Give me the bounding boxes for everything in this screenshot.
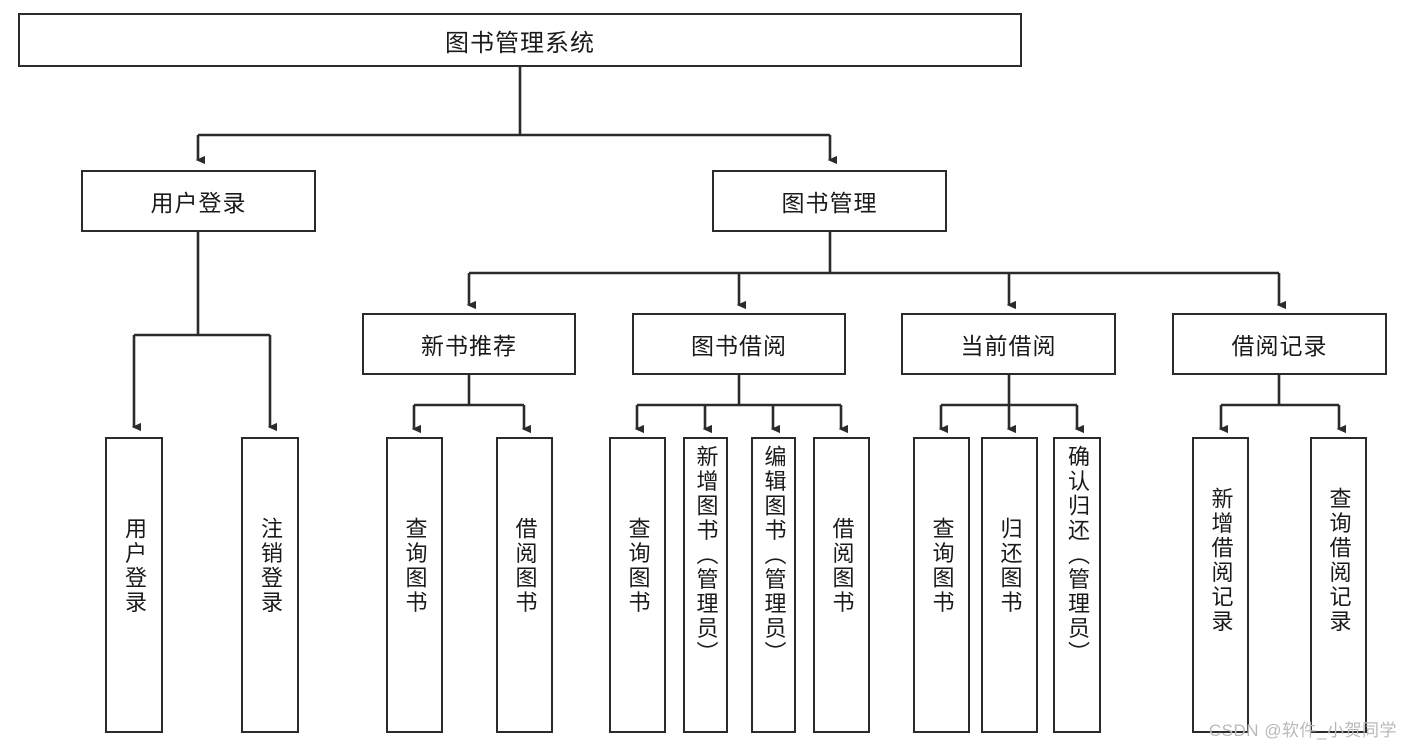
node-label: 用户登录 bbox=[150, 190, 247, 216]
leaf-new-book-query[interactable]: 查询图书 bbox=[386, 437, 443, 733]
node-label: 归还图书 bbox=[997, 517, 1023, 615]
node-label: 新书推荐 bbox=[421, 333, 517, 359]
leaf-borrow-add-book-admin[interactable]: 新增图书（管理员） bbox=[683, 437, 728, 733]
leaf-new-book-borrow[interactable]: 借阅图书 bbox=[496, 437, 553, 733]
node-label: 确认归还（管理员） bbox=[1064, 445, 1090, 666]
node-label: 用户登录 bbox=[121, 517, 147, 615]
watermark-text: CSDN @软件_小贺同学 bbox=[1208, 721, 1397, 740]
node-label: 查询图书 bbox=[625, 517, 651, 615]
node-label: 编辑图书（管理员） bbox=[761, 445, 787, 666]
node-root-system[interactable]: 图书管理系统 bbox=[18, 13, 1022, 67]
leaf-current-query-book[interactable]: 查询图书 bbox=[913, 437, 970, 733]
leaf-record-add-record[interactable]: 新增借阅记录 bbox=[1192, 437, 1249, 733]
node-label: 当前借阅 bbox=[960, 333, 1057, 359]
node-borrow-record[interactable]: 借阅记录 bbox=[1172, 313, 1387, 375]
node-label: 图书管理系统 bbox=[445, 29, 595, 57]
leaf-record-query-record[interactable]: 查询借阅记录 bbox=[1310, 437, 1367, 733]
leaf-borrow-query-book[interactable]: 查询图书 bbox=[609, 437, 666, 733]
leaf-current-return-book[interactable]: 归还图书 bbox=[981, 437, 1038, 733]
node-book-management[interactable]: 图书管理 bbox=[712, 170, 947, 232]
node-current-borrow[interactable]: 当前借阅 bbox=[901, 313, 1116, 375]
node-label: 新增借阅记录 bbox=[1208, 487, 1234, 634]
node-user-login[interactable]: 用户登录 bbox=[81, 170, 316, 232]
node-label: 图书借阅 bbox=[691, 333, 787, 359]
node-label: 查询图书 bbox=[929, 517, 955, 615]
node-book-borrow[interactable]: 图书借阅 bbox=[632, 313, 846, 375]
node-label: 借阅图书 bbox=[512, 517, 538, 615]
node-label: 借阅记录 bbox=[1231, 333, 1328, 359]
node-label: 查询图书 bbox=[402, 517, 428, 615]
leaf-user-login-logout[interactable]: 注销登录 bbox=[241, 437, 299, 733]
leaf-borrow-edit-book-admin[interactable]: 编辑图书（管理员） bbox=[751, 437, 796, 733]
leaf-user-login-signin[interactable]: 用户登录 bbox=[105, 437, 163, 733]
node-label: 图书管理 bbox=[781, 190, 878, 216]
node-label: 查询借阅记录 bbox=[1326, 487, 1352, 634]
leaf-current-confirm-return-admin[interactable]: 确认归还（管理员） bbox=[1053, 437, 1101, 733]
leaf-borrow-borrow-book[interactable]: 借阅图书 bbox=[813, 437, 870, 733]
node-label: 新增图书（管理员） bbox=[693, 445, 719, 666]
node-label: 注销登录 bbox=[257, 517, 283, 615]
node-label: 借阅图书 bbox=[829, 517, 855, 615]
node-new-book-recommend[interactable]: 新书推荐 bbox=[362, 313, 576, 375]
